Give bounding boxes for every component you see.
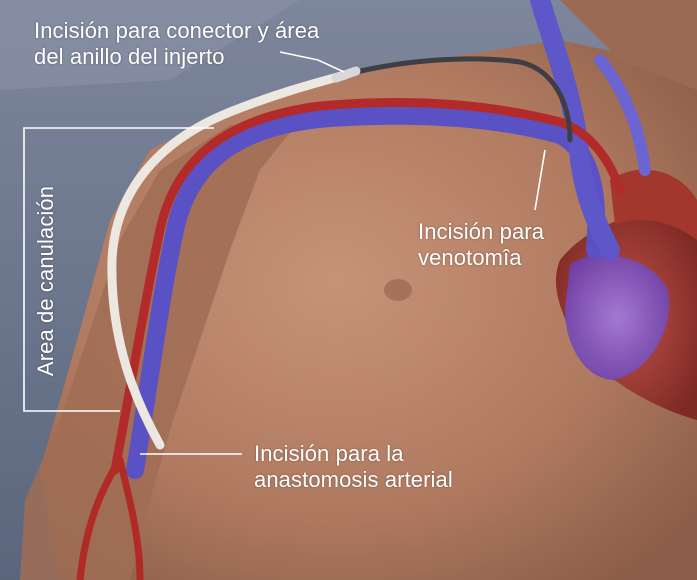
label-anastomosis-line1: Incisión para la [254, 441, 453, 467]
label-incision-conector: Incisión para conector y área del anillo… [34, 18, 319, 70]
label-incision-anastomosis: Incisión para la anastomosis arterial [254, 441, 453, 493]
label-venotomia-line2: venotomîa [418, 245, 544, 271]
label-incision-venotomia: Incisión para venotomîa [418, 219, 544, 271]
label-conector-line1: Incisión para conector y área [34, 18, 319, 44]
nipple [384, 279, 412, 301]
label-anastomosis-line2: anastomosis arterial [254, 467, 453, 493]
label-area-canulacion: Area de canulación [33, 166, 59, 396]
label-conector-line2: del anillo del injerto [34, 44, 319, 70]
label-venotomia-line1: Incisión para [418, 219, 544, 245]
